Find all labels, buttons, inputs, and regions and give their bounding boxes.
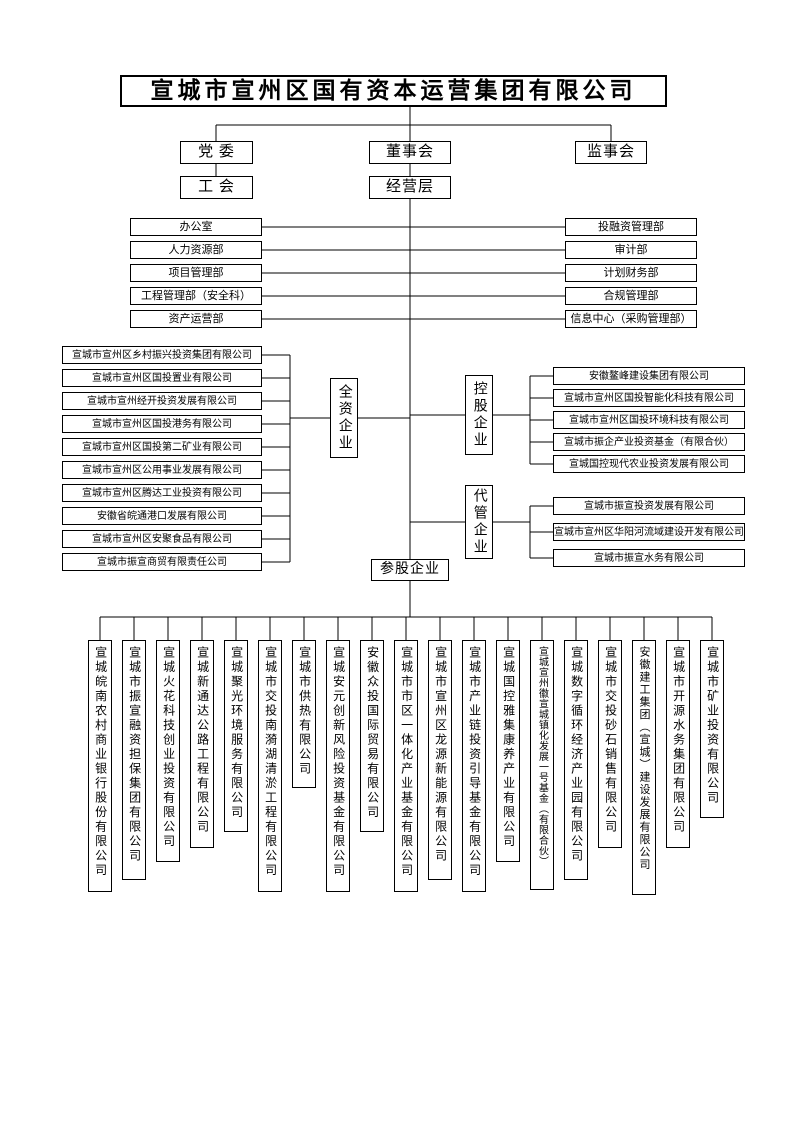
- holding-company: 宣城市振企产业投资基金（有限合伙）: [553, 433, 745, 451]
- participating-company: 宣城市交投砂石销售有限公司: [598, 640, 622, 848]
- participating-company: 宣城国控雅集康养产业有限公司: [496, 640, 520, 862]
- wholly-owned-label: 全资企业: [330, 378, 358, 458]
- participating-company: 安徽众投国际贸易有限公司: [360, 640, 384, 832]
- holding-label: 控股企业: [465, 375, 493, 455]
- managed-company: 宣城市振宣水务有限公司: [553, 549, 745, 567]
- participating-company: 宣城市供热有限公司: [292, 640, 316, 788]
- dept-audit: 审计部: [565, 241, 697, 259]
- participating-company: 宣城市矿业投资有限公司: [700, 640, 724, 818]
- participating-company: 宣城市交投南漪湖清淤工程有限公司: [258, 640, 282, 892]
- wholly-owned-company: 宣城市宣州区安聚食品有限公司: [62, 530, 262, 548]
- dept-engineering-management: 工程管理部（安全科）: [130, 287, 262, 305]
- board-of-directors-box: 董事会: [369, 141, 451, 164]
- wholly-owned-company: 安徽省皖通港口发展有限公司: [62, 507, 262, 525]
- dept-project-management: 项目管理部: [130, 264, 262, 282]
- dept-planning-finance: 计划财务部: [565, 264, 697, 282]
- participating-company: 宣城宣州徽宣城镇化发展一号基金（有限合伙）: [530, 640, 554, 890]
- wholly-owned-company: 宣城市宣州区腾达工业投资有限公司: [62, 484, 262, 502]
- participating-company: 宣城市宣州区龙源新能源有限公司: [428, 640, 452, 880]
- managed-label: 代管企业: [465, 485, 493, 559]
- participating-company: 宣城聚光环境服务有限公司: [224, 640, 248, 832]
- wholly-owned-company: 宣城市宣州区国投港务有限公司: [62, 415, 262, 433]
- wholly-owned-company: 宣城市宣州区公用事业发展有限公司: [62, 461, 262, 479]
- wholly-owned-company: 宣城市宣州区乡村振兴投资集团有限公司: [62, 346, 262, 364]
- participating-company: 宣城市产业链投资引导基金有限公司: [462, 640, 486, 892]
- page-title: 宣城市宣州区国有资本运营集团有限公司: [120, 75, 667, 107]
- wholly-owned-company: 宣城市宣州区国投置业有限公司: [62, 369, 262, 387]
- wholly-owned-company: 宣城市宣州经开投资发展有限公司: [62, 392, 262, 410]
- labor-union-box: 工 会: [180, 176, 253, 199]
- dept-compliance: 合规管理部: [565, 287, 697, 305]
- managed-company: 宣城市振宣投资发展有限公司: [553, 497, 745, 515]
- holding-company: 宣城市宣州区国投智能化科技有限公司: [553, 389, 745, 407]
- participating-company: 宣城新通达公路工程有限公司: [190, 640, 214, 848]
- supervisory-board-box: 监事会: [575, 141, 647, 164]
- participating-company: 宣城数字循环经济产业园有限公司: [564, 640, 588, 880]
- holding-company: 安徽鳌峰建设集团有限公司: [553, 367, 745, 385]
- dept-hr: 人力资源部: [130, 241, 262, 259]
- participating-label: 参股企业: [371, 559, 449, 581]
- participating-company: 宣城市市区一体化产业基金有限公司: [394, 640, 418, 892]
- participating-company: 宣城安元创新风险投资基金有限公司: [326, 640, 350, 892]
- dept-investment-financing: 投融资管理部: [565, 218, 697, 236]
- participating-company: 宣城皖南农村商业银行股份有限公司: [88, 640, 112, 892]
- holding-company: 宣城国控现代农业投资发展有限公司: [553, 455, 745, 473]
- party-committee-box: 党 委: [180, 141, 253, 164]
- wholly-owned-company: 宣城市振宣商贸有限责任公司: [62, 553, 262, 571]
- dept-info-center: 信息中心（采购管理部）: [565, 310, 697, 328]
- holding-company: 宣城市宣州区国投环境科技有限公司: [553, 411, 745, 429]
- management-layer-box: 经营层: [369, 176, 451, 199]
- participating-company: 安徽建工集团（宣城）建设发展有限公司: [632, 640, 656, 895]
- participating-company: 宣城市开源水务集团有限公司: [666, 640, 690, 848]
- participating-company: 宣城火花科技创业投资有限公司: [156, 640, 180, 862]
- dept-asset-operation: 资产运营部: [130, 310, 262, 328]
- managed-company: 宣城市宣州区华阳河流域建设开发有限公司: [553, 523, 745, 541]
- dept-office: 办公室: [130, 218, 262, 236]
- wholly-owned-company: 宣城市宣州区国投第二矿业有限公司: [62, 438, 262, 456]
- participating-company: 宣城市振宣融资担保集团有限公司: [122, 640, 146, 880]
